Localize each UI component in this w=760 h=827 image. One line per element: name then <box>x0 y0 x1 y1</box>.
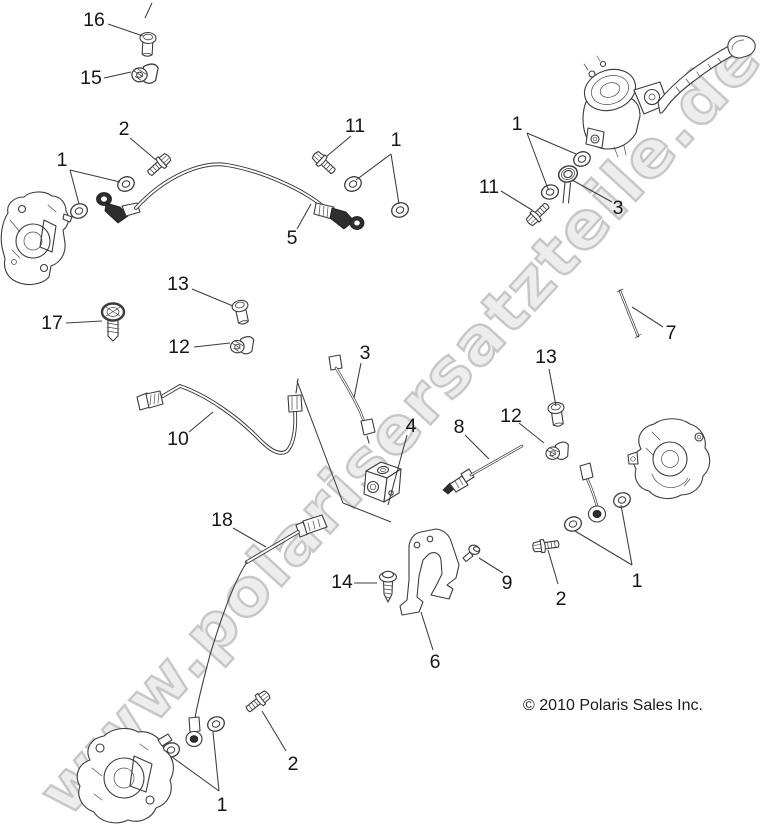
leader-line <box>571 179 613 203</box>
leader-line <box>107 23 144 37</box>
leader-line <box>387 434 408 506</box>
callout-3: 3 <box>360 342 371 364</box>
callout-12: 12 <box>168 336 190 358</box>
leader-line <box>420 611 434 651</box>
callout-13: 13 <box>535 346 557 368</box>
leader-line <box>464 434 490 460</box>
leader-line <box>478 557 504 574</box>
leader-line <box>631 306 664 328</box>
callout-1: 1 <box>512 113 523 135</box>
hose-clamp-12 <box>229 335 256 356</box>
callout-5: 5 <box>287 227 298 249</box>
leader-line <box>326 135 352 157</box>
caliper-front-left <box>0 191 73 286</box>
callout-2: 2 <box>556 588 567 610</box>
leader-line <box>353 362 362 399</box>
copyright-text: © 2010 Polaris Sales Inc. <box>523 697 703 714</box>
callout-9: 9 <box>502 572 513 594</box>
leader-line <box>296 203 312 230</box>
hose-clamp-12 <box>543 440 572 464</box>
callout-8: 8 <box>454 416 465 438</box>
artwork <box>0 31 756 824</box>
leader-line <box>188 411 214 433</box>
assembly-line <box>342 502 392 523</box>
assembly-line <box>296 380 344 504</box>
junction-block-4 <box>363 461 402 503</box>
callout-10: 10 <box>167 428 189 450</box>
leader-line <box>261 710 287 752</box>
leader-line <box>518 422 545 444</box>
washer <box>114 173 138 195</box>
banjo-bolt-2 <box>531 536 561 555</box>
leader-line <box>65 320 103 324</box>
assembly-lines <box>144 2 392 523</box>
leader-line <box>69 169 121 183</box>
callout-17: 17 <box>41 312 63 334</box>
leader-line <box>574 530 633 566</box>
leader-line <box>103 71 132 79</box>
screw-13 <box>546 400 568 428</box>
leader-line <box>390 153 400 205</box>
bracket-6 <box>399 528 460 616</box>
callout-1: 1 <box>57 149 68 171</box>
callout-1: 1 <box>632 570 643 592</box>
callout-16: 16 <box>83 9 105 31</box>
brake-hose-5 <box>96 162 365 230</box>
brake-hose-10 <box>136 378 303 455</box>
assembly-line <box>144 2 153 19</box>
callout-4: 4 <box>406 415 417 437</box>
callout-1: 1 <box>391 129 402 151</box>
brake-pipe-8 <box>442 444 524 495</box>
banjo-bolt-2 <box>144 150 174 180</box>
callout-11: 11 <box>479 176 499 198</box>
brake-line-18 <box>160 514 328 760</box>
leader-line <box>69 169 80 205</box>
screw-13 <box>230 298 253 327</box>
hose-clamp-15 <box>130 62 160 86</box>
leader-line <box>355 153 392 181</box>
leader-line <box>526 132 549 190</box>
banjo-bolt-11 <box>309 148 339 178</box>
leader-line <box>620 504 633 566</box>
callout-1: 1 <box>217 794 228 816</box>
callout-2: 2 <box>288 753 299 775</box>
callout-14: 14 <box>331 571 353 593</box>
callout-13: 13 <box>167 273 189 295</box>
brake-pipe-3 <box>328 354 376 444</box>
callout-3: 3 <box>613 197 624 219</box>
callout-7: 7 <box>666 322 677 344</box>
callout-11: 11 <box>345 115 365 137</box>
caliper-rear-left <box>76 727 174 824</box>
leader-line <box>129 137 157 161</box>
leader-line <box>548 368 557 407</box>
screw-9 <box>462 544 481 563</box>
master-cylinder <box>582 35 756 158</box>
rod-7 <box>616 288 642 339</box>
leader-line <box>191 288 234 307</box>
banjo-bolt-2 <box>242 688 273 716</box>
leader-line <box>193 342 231 348</box>
banjo-fitting-right <box>562 462 634 534</box>
screw-14 <box>378 570 398 603</box>
callout-18: 18 <box>211 509 233 531</box>
callout-2: 2 <box>119 118 130 140</box>
fitting-17 <box>100 302 126 342</box>
master-cylinder-fitting-group <box>539 148 594 204</box>
leader-line <box>171 756 220 792</box>
leader-line <box>547 549 559 585</box>
leader-line <box>526 132 577 155</box>
callout-6: 6 <box>430 651 441 673</box>
callout-12: 12 <box>500 405 522 427</box>
leader-line <box>500 190 533 211</box>
leader-line <box>232 527 267 548</box>
washer <box>388 199 412 221</box>
caliper-right <box>627 418 711 500</box>
leader-line <box>212 731 220 792</box>
callout-15: 15 <box>80 67 102 89</box>
